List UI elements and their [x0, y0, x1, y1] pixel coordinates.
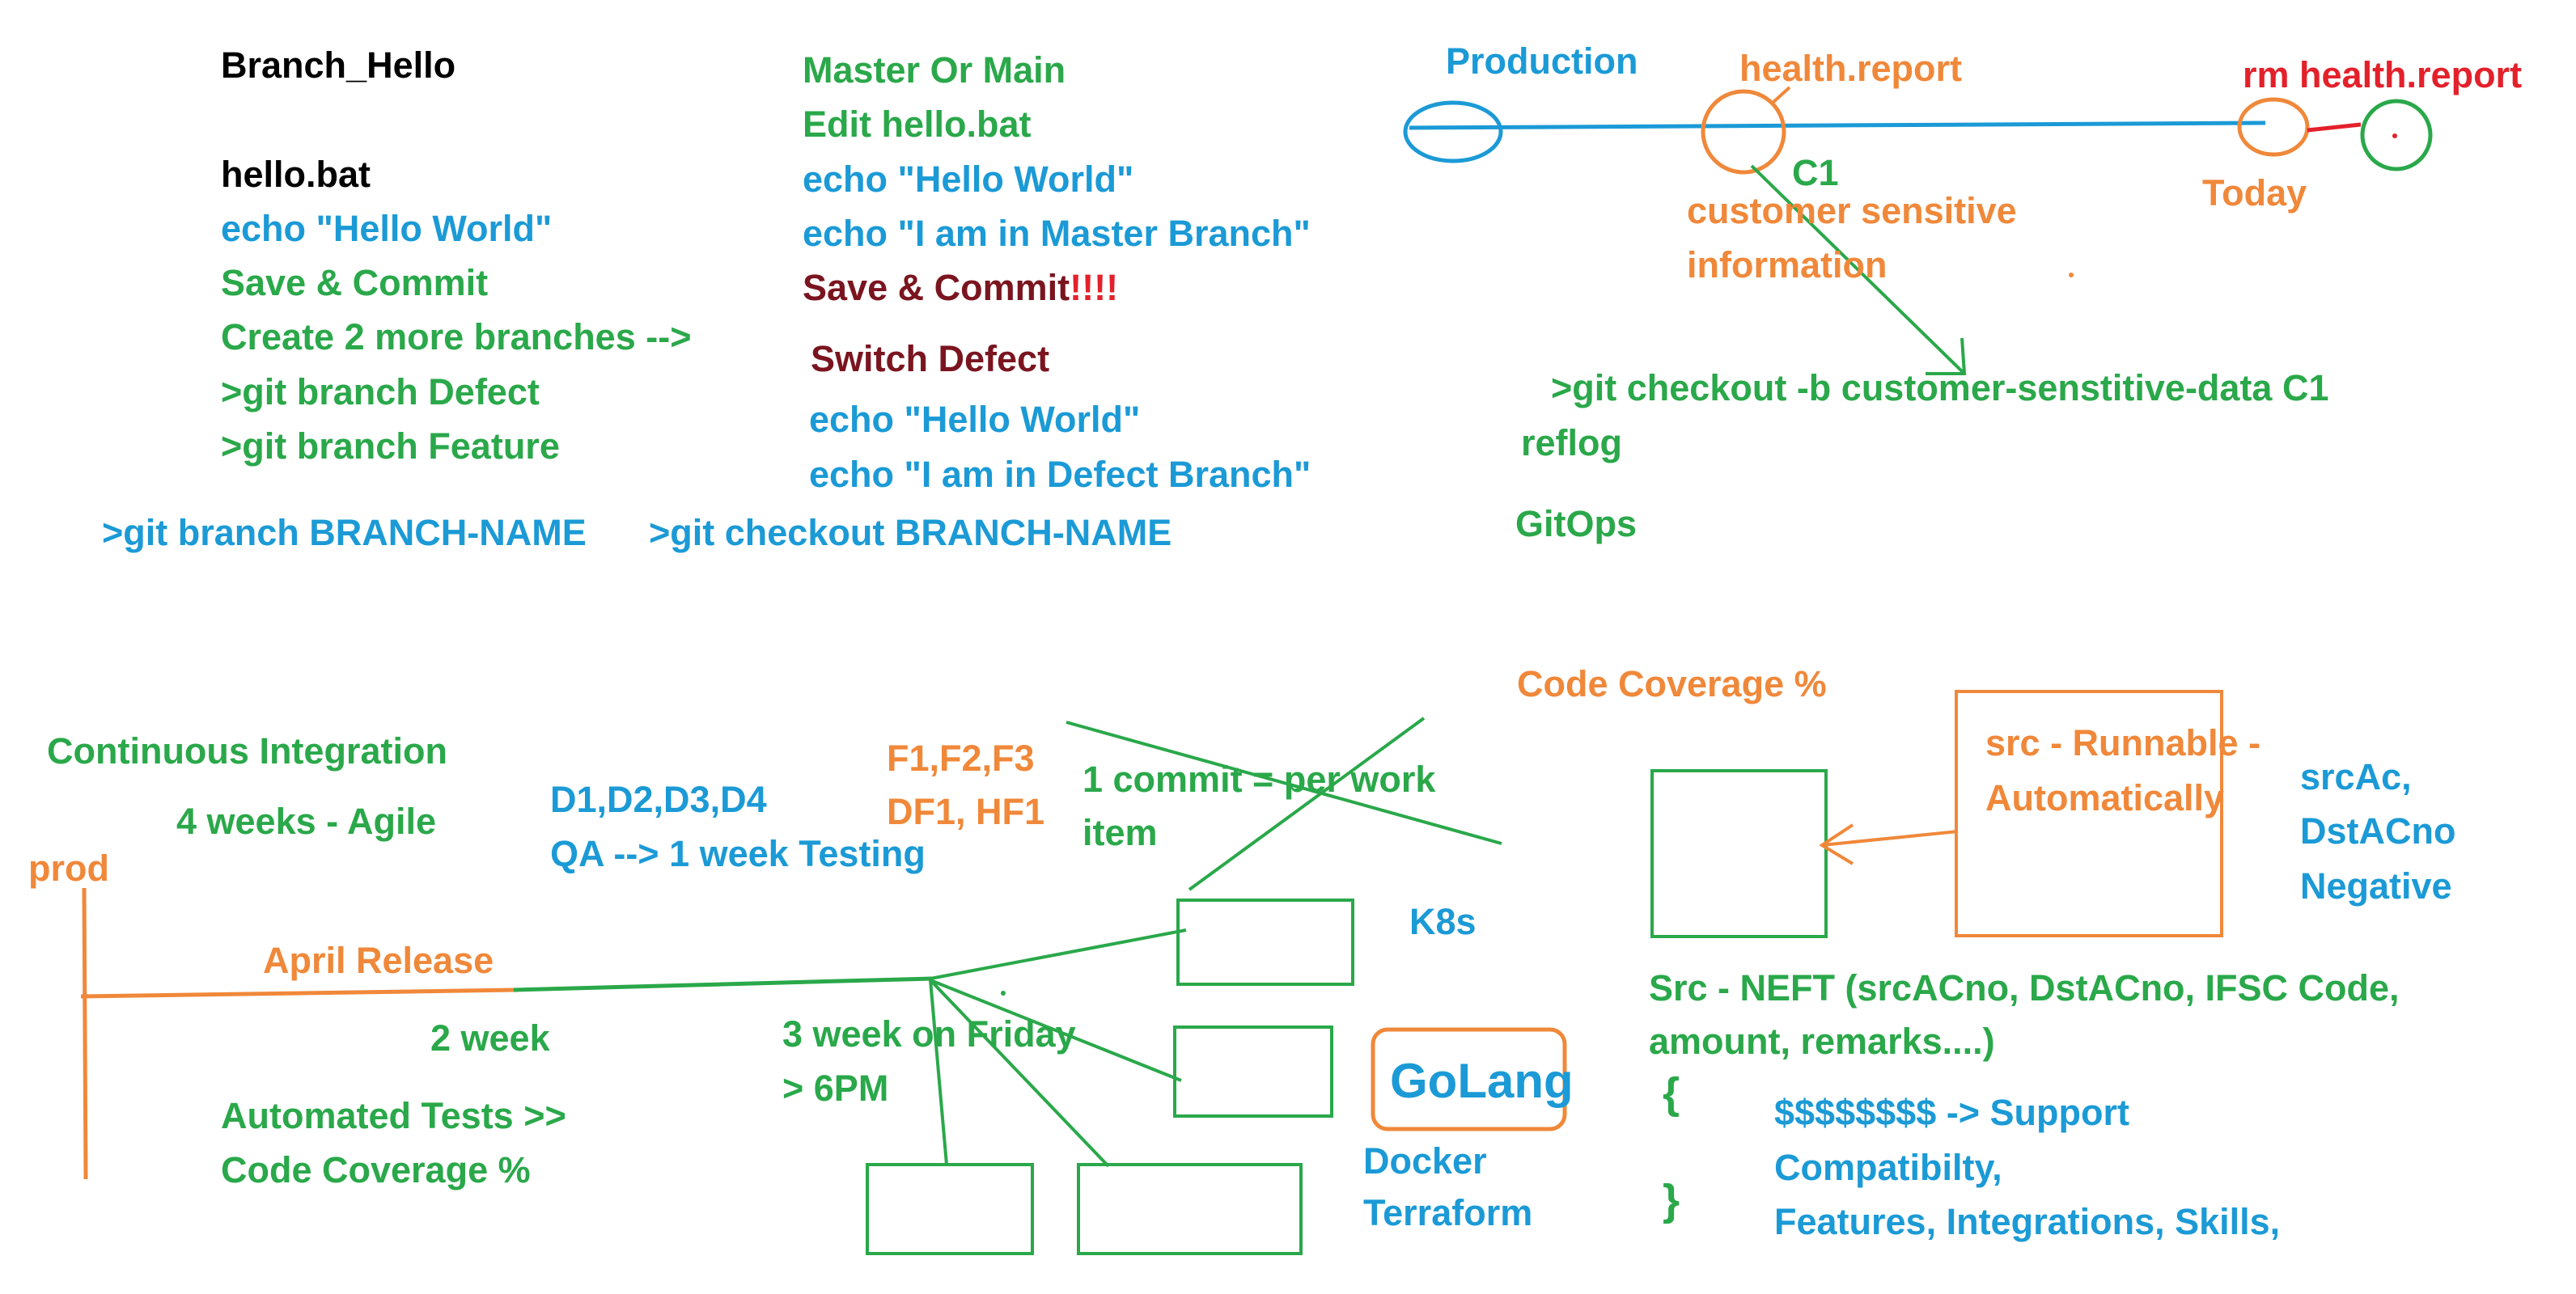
branch-box-2 — [1173, 1025, 1333, 1118]
stray-dot — [1001, 991, 1006, 996]
friday-release-line1: 3 week on Friday — [782, 1013, 1076, 1055]
golang-box — [1371, 1027, 1567, 1131]
c1-label: C1 — [1792, 152, 1839, 193]
features-integrations-label: Features, Integrations, Skills, — [1774, 1201, 2281, 1242]
prod-vertical-line — [82, 887, 88, 1180]
continuous-integration-title: Continuous Integration — [47, 730, 447, 772]
prod-release-line — [80, 987, 519, 999]
hello-bat-label: hello.bat — [221, 154, 371, 195]
git-branch-feature-cmd: >git branch Feature — [221, 425, 560, 467]
master-or-main-label: Master Or Main — [803, 49, 1066, 91]
two-week-label: 2 week — [430, 1017, 550, 1059]
git-branch-name-cmd: >git branch BRANCH-NAME — [102, 512, 587, 553]
automated-tests-label: Automated Tests >> — [221, 1095, 566, 1136]
defects-list-label: D1,D2,D3,D4 — [550, 779, 767, 820]
rm-connector-line — [2307, 122, 2362, 133]
stray-dot — [2069, 273, 2074, 277]
support-label: $$$$$$$$ -> Support — [1774, 1092, 2129, 1133]
commit-per-item-line1: 1 commit = per work — [1083, 759, 1436, 800]
ci-main-line — [513, 976, 933, 992]
rm-node — [2360, 99, 2433, 171]
health-report-label: health.report — [1739, 48, 1963, 89]
runnable-arrow-head — [1819, 823, 1854, 865]
echo-defect-branch: echo "I am in Defect Branch" — [809, 454, 1311, 495]
close-brace: } — [1663, 1176, 1680, 1224]
src-ac-label: srcAc, — [2300, 756, 2412, 797]
open-brace: { — [1663, 1069, 1680, 1118]
sensitive-info-line2: information — [1687, 244, 1888, 285]
runnable-box — [1955, 690, 2223, 937]
prod-label: prod — [28, 848, 109, 889]
neft-signature-line2: amount, remarks....) — [1649, 1021, 1995, 1062]
april-release-label: April Release — [263, 940, 494, 981]
terraform-label: Terraform — [1363, 1192, 1533, 1233]
neft-signature-line1: Src - NEFT (srcACno, DstACno, IFSC Code, — [1649, 967, 2400, 1009]
golang-label: GoLang — [1390, 1054, 1574, 1108]
ci-branch-line-3 — [929, 979, 948, 1165]
runnable-arrow-line — [1821, 830, 1959, 847]
negative-label: Negative — [2300, 865, 2452, 907]
echo-hello-world: echo "Hello World" — [221, 208, 553, 249]
health-report-node — [1701, 89, 1786, 175]
exclamation-marks: !!!! — [1070, 267, 1119, 308]
edit-hello-bat-note: Edit hello.bat — [803, 104, 1032, 145]
branch-box-4 — [1077, 1163, 1303, 1255]
production-timeline-line — [1409, 121, 2266, 130]
ci-branch-line-4 — [929, 979, 1110, 1168]
cross-out-line-2 — [1188, 717, 1426, 891]
git-checkout-name-cmd: >git checkout BRANCH-NAME — [649, 512, 1172, 553]
runnable-line2: Automatically — [1985, 777, 2225, 818]
qa-testing-label: QA --> 1 week Testing — [550, 833, 926, 874]
docker-label: Docker — [1363, 1140, 1487, 1182]
cross-out-line-1 — [1066, 721, 1502, 845]
commit-per-item-line2: item — [1083, 812, 1158, 853]
echo-hello-world-master: echo "Hello World" — [803, 159, 1134, 200]
create-branches-note: Create 2 more branches --> — [221, 316, 692, 357]
save-commit-text: Save & Commit — [803, 267, 1070, 308]
runnable-line1: src - Runnable - — [1985, 722, 2261, 763]
k8s-label: K8s — [1409, 901, 1477, 942]
rm-health-report-label: rm health.report — [2243, 54, 2523, 95]
branch-hello-title: Branch_Hello — [221, 44, 456, 86]
sensitive-info-line1: customer sensitive — [1687, 190, 2017, 231]
today-node — [2237, 97, 2310, 157]
checkout-arrow-head — [1926, 337, 1967, 375]
health-leader-line — [1770, 86, 1791, 105]
production-node — [1403, 100, 1503, 163]
echo-hello-world-defect: echo "Hello World" — [809, 399, 1141, 440]
dst-acno-label: DstACno — [2300, 810, 2456, 852]
code-coverage-title: Code Coverage % — [1517, 663, 1827, 704]
git-checkout-c1-cmd: >git checkout -b customer-senstitive-dat… — [1551, 367, 2329, 408]
branch-box-1 — [1176, 899, 1354, 986]
gitops-label: GitOps — [1515, 503, 1638, 544]
branch-box-3 — [866, 1163, 1034, 1255]
four-weeks-agile-label: 4 weeks - Agile — [176, 801, 436, 842]
switch-defect-note: Switch Defect — [811, 338, 1050, 379]
checkout-arrow-line — [1750, 164, 1966, 375]
features-list-label: F1,F2,F3 — [887, 738, 1035, 779]
save-commit-note: Save & Commit — [221, 262, 489, 303]
ci-branch-line-2 — [930, 979, 1182, 1082]
coverage-box — [1650, 769, 1828, 938]
code-coverage-left-label: Code Coverage % — [221, 1149, 531, 1190]
hotfix-list-label: DF1, HF1 — [887, 791, 1045, 832]
echo-master-branch: echo "I am in Master Branch" — [803, 213, 1311, 254]
reflog-label: reflog — [1521, 422, 1623, 463]
production-label: Production — [1446, 40, 1638, 82]
compatibility-label: Compatibilty, — [1774, 1147, 2002, 1188]
git-branch-defect-cmd: >git branch Defect — [221, 371, 540, 412]
ci-branch-line-1 — [930, 928, 1187, 980]
rm-node-dot — [2392, 133, 2397, 138]
friday-release-line2: > 6PM — [782, 1068, 889, 1109]
today-label: Today — [2202, 172, 2307, 214]
save-commit-emphasis: Save & Commit!!!! — [803, 260, 1118, 315]
